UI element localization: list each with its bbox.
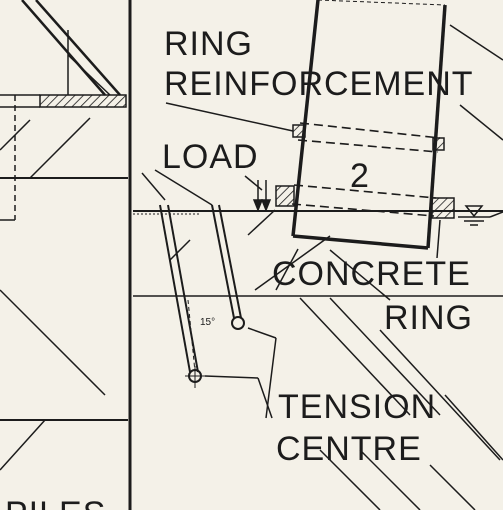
concrete-label: CONCRETE xyxy=(272,255,471,293)
tension-label: TENSION xyxy=(278,388,436,426)
piles xyxy=(159,204,242,373)
leader-lines xyxy=(141,102,441,419)
piles-label: PILES xyxy=(5,495,106,510)
concrete-ring-segment xyxy=(291,0,447,250)
centre-label: CENTRE xyxy=(276,430,422,468)
angle-label: 15° xyxy=(200,317,215,328)
left-panel xyxy=(0,0,132,510)
water-level-icon xyxy=(458,205,503,226)
ring-label: RING xyxy=(384,299,473,337)
background-hatching xyxy=(169,24,503,510)
segment-number: 2 xyxy=(350,157,370,195)
ring-reinforcement-label-line1: RING xyxy=(164,25,253,63)
reinforcement-blocks xyxy=(275,124,455,219)
ring-reinforcement-label-line2: REINFORCEMENT xyxy=(164,65,474,103)
load-arrows-icon xyxy=(244,175,272,213)
load-label: LOAD xyxy=(162,138,259,176)
tension-centres xyxy=(185,316,245,388)
